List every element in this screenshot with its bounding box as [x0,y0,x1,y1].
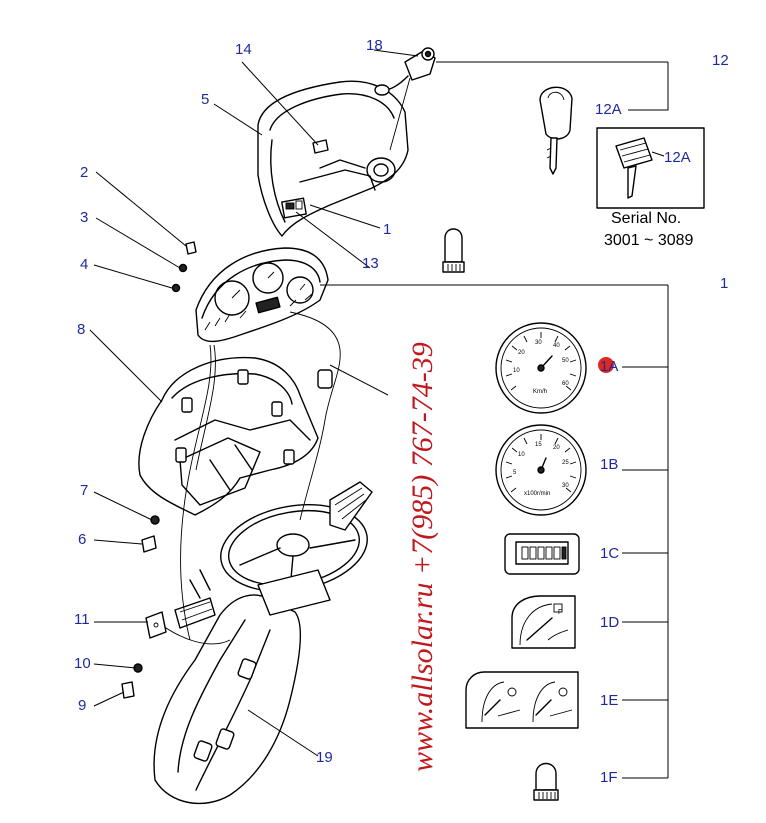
main-assembly-drawing [89,47,668,805]
lower-shroud-part-8 [138,356,319,516]
callout-9: 9 [78,697,86,714]
bulb-part-1F [533,762,559,801]
callout-1C: 1C [600,545,619,562]
callout-6: 6 [78,531,86,548]
callout-1B: 1B [600,456,618,473]
tachometer-part-1B [495,424,587,516]
speed-tick-20: 20 [518,350,525,356]
callout-2: 2 [80,164,88,181]
speed-tick-60: 60 [562,381,569,387]
callout-labels: 14 18 5 2 3 4 8 7 6 11 10 9 19 1 13 12 1… [74,37,729,786]
speedometer-part-1A [495,322,587,414]
callout-14: 14 [235,41,252,58]
dual-gauge-part-1E [465,671,579,729]
parts-index: F [465,62,705,801]
steering-column [153,481,373,805]
callout-19: 19 [316,749,333,766]
svg-text:F: F [558,609,562,616]
hour-meter-part-1C [504,533,580,575]
rpm-tick-30: 30 [562,483,569,489]
leader-lines [89,49,668,757]
callout-1E: 1E [600,692,618,709]
callout-18: 18 [366,37,383,54]
key-part-12A [539,86,573,175]
rpm-tick-25: 25 [562,460,569,466]
callout-13: 13 [362,255,379,272]
callout-11: 11 [74,611,90,628]
gauge-face-text: 10 20 30 40 50 60 Km/h 5 10 15 20 25 30 … [513,340,569,497]
speed-tick-10: 10 [513,368,520,374]
speed-tick-50: 50 [562,358,569,364]
callout-1F: 1F [600,769,618,786]
key-switch-part-18 [374,47,436,151]
serial-range: 3001 ~ 3089 [604,232,694,249]
rpm-tick-10: 10 [518,452,525,458]
serial-no-label: Serial No. [611,210,681,227]
callout-1D: 1D [600,614,619,631]
hardware [121,241,197,699]
rpm-tick-20: 20 [553,445,560,451]
key-box-12A [596,127,705,209]
callout-3: 3 [80,209,88,226]
bulb-part-13 [442,228,465,273]
fuel-gauge-part-1D: F [511,595,576,649]
instrument-cluster-part-1 [195,247,329,343]
speed-unit: Km/h [533,389,547,395]
callout-12A-top: 12A [595,101,622,118]
callout-12A-box: 12A [664,149,691,166]
callout-12: 12 [712,52,729,69]
callout-1A: 1A [600,358,618,375]
callout-1-top: 1 [383,221,391,238]
rpm-tick-15: 15 [535,442,542,448]
callout-10: 10 [74,655,91,672]
rpm-tick-5: 5 [513,470,517,476]
callout-5: 5 [201,91,209,108]
wiring-harness [145,311,341,645]
speed-tick-30: 30 [535,340,542,346]
callout-4: 4 [80,256,88,273]
callout-1-right: 1 [720,275,728,292]
highlight-badge [598,357,614,373]
callout-7: 7 [80,482,88,499]
watermark-text: www.allsolar.ru +7(985) 767-74-39 [406,342,439,772]
callout-8: 8 [77,321,85,338]
speed-tick-40: 40 [553,343,560,349]
rpm-unit: x100r/min [524,491,550,497]
